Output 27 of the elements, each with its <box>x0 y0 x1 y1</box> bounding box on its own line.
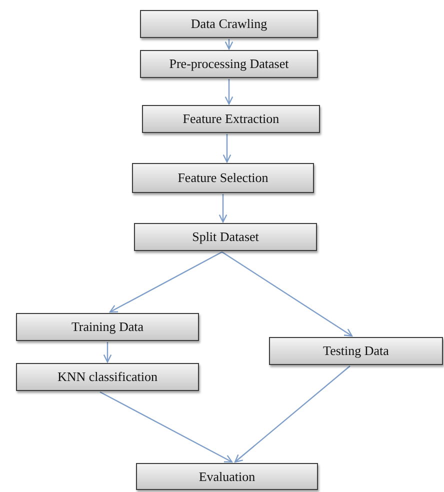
process-box <box>16 363 199 391</box>
box-label: Split Dataset <box>192 229 259 245</box>
arrow <box>222 252 353 337</box>
box-label: Testing Data <box>323 343 389 359</box>
box-label: Feature Extraction <box>182 111 280 127</box>
process-box <box>16 313 199 341</box>
arrow <box>224 39 234 50</box>
arrow <box>218 194 228 223</box>
process-box <box>140 50 318 78</box>
box-label: Feature Selection <box>178 170 268 186</box>
box-label: KNN classification <box>57 369 158 385</box>
box-label: Pre-processing Dataset <box>169 56 289 72</box>
arrow <box>100 391 233 463</box>
arrow <box>109 251 222 313</box>
box-label: Evaluation <box>198 468 256 484</box>
process-box <box>136 463 318 490</box>
process-box <box>132 163 314 193</box>
box-label: Training Data <box>71 319 144 335</box>
arrow <box>224 79 234 105</box>
process-box <box>134 223 317 251</box>
process-box <box>140 10 318 38</box>
arrow <box>234 366 350 463</box>
arrow <box>222 134 232 163</box>
box-label: Data Crawling <box>190 16 268 32</box>
process-box <box>142 105 320 133</box>
process-box <box>269 337 443 365</box>
arrow <box>103 342 112 363</box>
